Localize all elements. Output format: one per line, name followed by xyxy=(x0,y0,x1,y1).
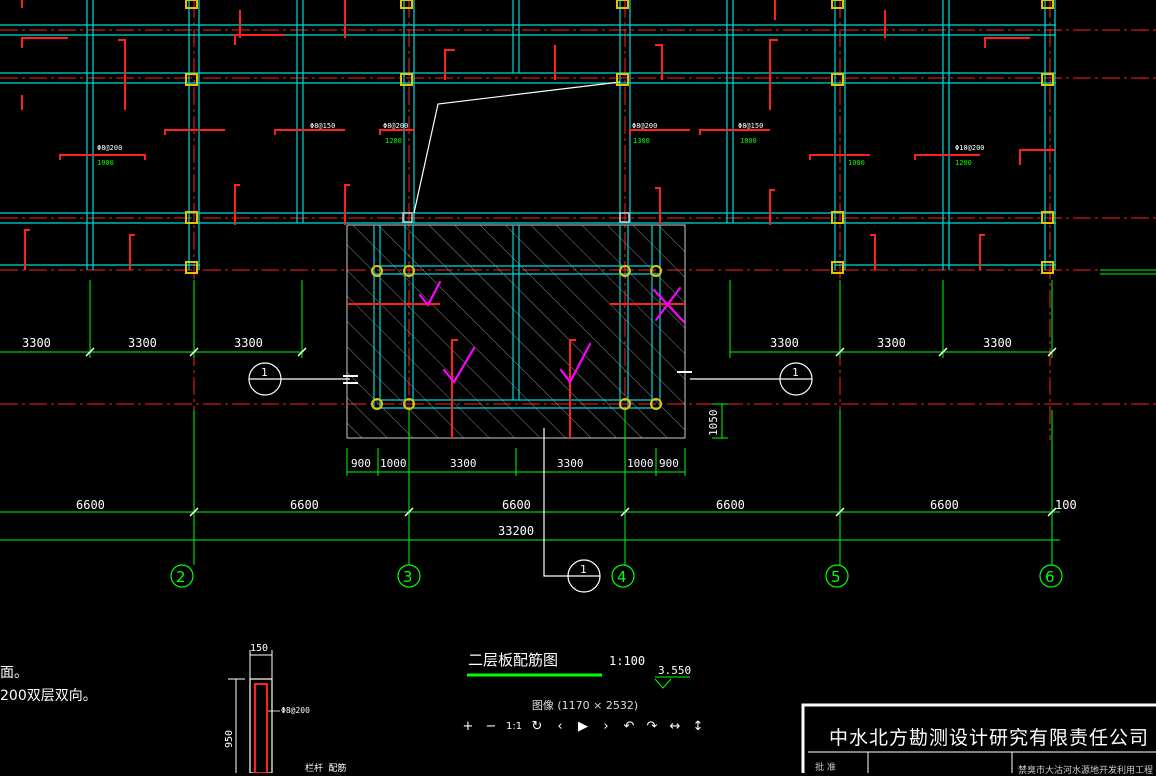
svg-text:900: 900 xyxy=(351,457,371,470)
company-name: 中水北方勘测设计研究有限责任公司 xyxy=(829,727,1150,749)
flip-vertical-button[interactable]: ↕ xyxy=(692,719,704,734)
image-caption: 图像 (1170 × 2532) xyxy=(531,699,639,712)
dimension-ticks xyxy=(85,347,1057,517)
svg-text:1000: 1000 xyxy=(848,159,865,167)
columns xyxy=(185,0,1054,410)
dimension-texts: 3300 3300 3300 3300 3300 3300 900 1000 3… xyxy=(22,336,1077,538)
svg-text:3300: 3300 xyxy=(983,336,1012,350)
svg-text:6600: 6600 xyxy=(716,498,745,512)
svg-text:3300: 3300 xyxy=(877,336,906,350)
svg-text:Φ8@150: Φ8@150 xyxy=(310,122,335,130)
svg-text:3300: 3300 xyxy=(557,457,584,470)
svg-text:1:100: 1:100 xyxy=(609,654,645,668)
svg-text:100: 100 xyxy=(1055,498,1077,512)
svg-text:3300: 3300 xyxy=(234,336,263,350)
svg-text:3: 3 xyxy=(403,568,413,586)
svg-text:1: 1 xyxy=(261,366,268,379)
next-button[interactable]: › xyxy=(603,719,609,734)
svg-text:6600: 6600 xyxy=(290,498,319,512)
svg-text:6600: 6600 xyxy=(76,498,105,512)
refresh-button[interactable]: ↻ xyxy=(531,719,543,734)
rebar-annotations: Φ8@200 Φ8@150 Φ8@200 Φ8@200 Φ8@150 Φ10@2… xyxy=(97,122,985,167)
svg-text:1: 1 xyxy=(792,366,799,379)
leader-line xyxy=(413,81,621,214)
flip-horizontal-button[interactable]: ↔ xyxy=(669,719,681,734)
svg-text:1: 1 xyxy=(580,563,587,576)
svg-text:6600: 6600 xyxy=(930,498,959,512)
project-name: 禁臭市大沽河水源地开发利用工程 xyxy=(1018,766,1154,776)
svg-text:3300: 3300 xyxy=(128,336,157,350)
svg-text:1300: 1300 xyxy=(633,137,650,145)
title-block-frame xyxy=(801,703,1156,773)
svg-text:1050: 1050 xyxy=(707,410,720,437)
viewer-toolbar: + − 1:1 ↻ ‹ ▶ › ↶ ↷ ↔ ↕ xyxy=(460,716,706,738)
svg-text:2: 2 xyxy=(176,568,186,586)
note-line-2: 200双层双向。 xyxy=(0,688,97,704)
review-check-marks xyxy=(418,280,686,385)
svg-text:150: 150 xyxy=(250,643,268,654)
svg-text:900: 900 xyxy=(659,457,679,470)
svg-text:6600: 6600 xyxy=(502,498,531,512)
svg-text:1000: 1000 xyxy=(627,457,654,470)
svg-text:950: 950 xyxy=(224,730,235,748)
svg-text:3300: 3300 xyxy=(770,336,799,350)
svg-text:3300: 3300 xyxy=(22,336,51,350)
rotate-left-button[interactable]: ↶ xyxy=(623,719,635,734)
svg-text:1000: 1000 xyxy=(97,159,114,167)
rotate-right-button[interactable]: ↷ xyxy=(646,719,658,734)
svg-text:1200: 1200 xyxy=(385,137,402,145)
section-markers xyxy=(248,362,813,593)
rebar-marks xyxy=(21,0,1056,438)
svg-text:3.550: 3.550 xyxy=(658,664,691,677)
svg-text:6: 6 xyxy=(1045,568,1055,586)
svg-text:4: 4 xyxy=(617,568,627,586)
previous-button[interactable]: ‹ xyxy=(557,719,563,734)
svg-text:Φ8@200: Φ8@200 xyxy=(281,706,310,715)
svg-text:Φ10@200: Φ10@200 xyxy=(955,144,985,152)
svg-text:33200: 33200 xyxy=(498,524,534,538)
svg-text:1200: 1200 xyxy=(955,159,972,167)
axis-bubbles: 2 3 4 5 6 xyxy=(170,564,1063,588)
hatched-slab-area xyxy=(346,224,686,439)
zoom-out-button[interactable]: − xyxy=(485,719,497,734)
beam-grid xyxy=(0,0,1056,270)
svg-text:Φ8@200: Φ8@200 xyxy=(632,122,657,130)
dimension-lines xyxy=(0,269,1156,565)
drawing-title-block: 二层板配筋图 1:100 3.550 xyxy=(467,651,691,689)
svg-text:Φ8@150: Φ8@150 xyxy=(738,122,763,130)
detail-section: 150 950 Φ8@200 栏杆 配筋 xyxy=(224,643,346,773)
play-button[interactable]: ▶ xyxy=(578,719,588,734)
approval-cell: 批 准 xyxy=(815,763,836,773)
svg-text:1000: 1000 xyxy=(740,137,757,145)
svg-text:3300: 3300 xyxy=(450,457,477,470)
svg-text:Φ8@200: Φ8@200 xyxy=(383,122,408,130)
svg-text:栏杆 配筋: 栏杆 配筋 xyxy=(305,762,346,773)
svg-text:二层板配筋图: 二层板配筋图 xyxy=(468,651,558,669)
note-line-1: 面。 xyxy=(0,665,28,681)
svg-text:Φ8@200: Φ8@200 xyxy=(97,144,122,152)
svg-text:1000: 1000 xyxy=(380,457,407,470)
svg-text:5: 5 xyxy=(831,568,841,586)
actual-size-button[interactable]: 1:1 xyxy=(506,721,523,732)
zoom-in-button[interactable]: + xyxy=(462,719,474,734)
